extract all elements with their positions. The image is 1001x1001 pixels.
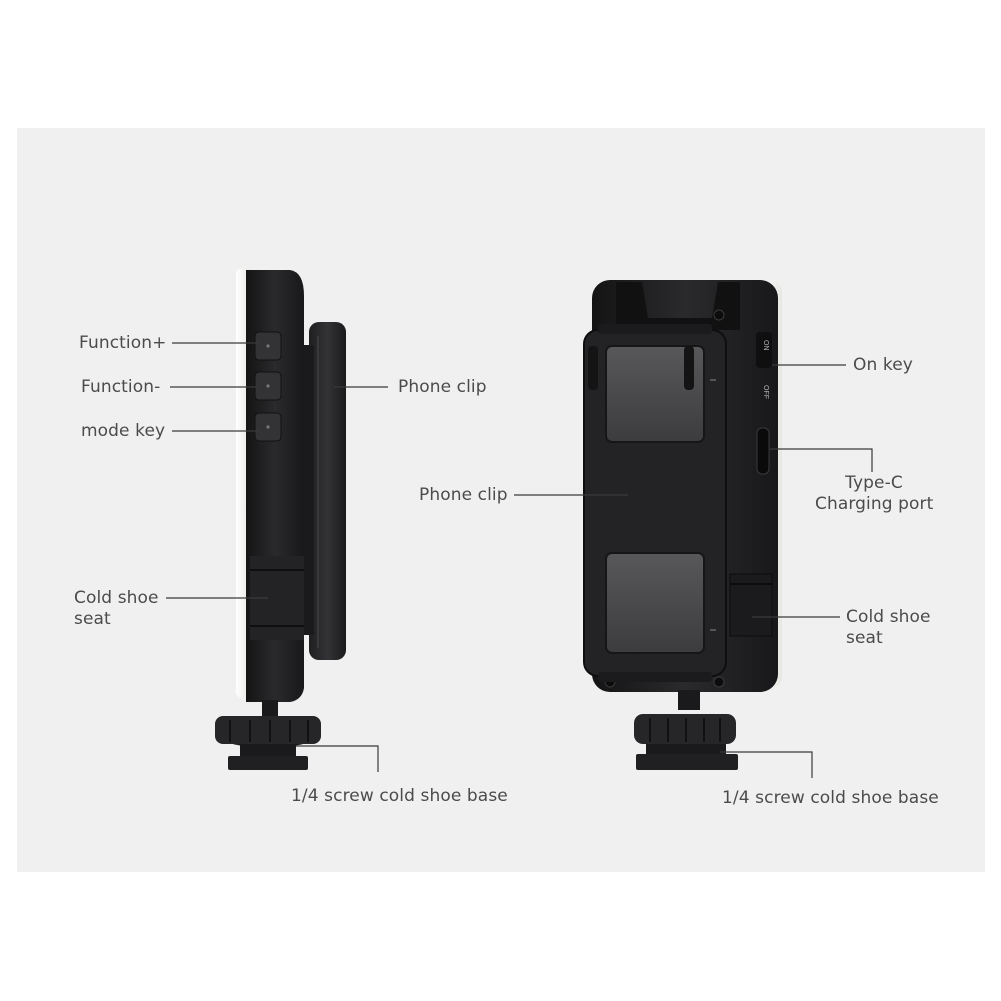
label-type-c-line1: Type-C: [845, 473, 903, 493]
leader-right-screw-base: [720, 751, 813, 778]
on-off-switch[interactable]: [756, 332, 772, 368]
label-left-cold-shoe-line1: Cold shoe: [74, 588, 159, 608]
label-right-cold-shoe-line2: seat: [846, 628, 883, 648]
label-left-screw-base: 1/4 screw cold shoe base: [291, 786, 508, 806]
label-right-screw-base: 1/4 screw cold shoe base: [722, 788, 939, 808]
leader-lines: [166, 342, 873, 778]
type-c-port[interactable]: [756, 427, 770, 475]
switch-mark-off: OFF: [762, 385, 769, 399]
label-right-cold-shoe-line1: Cold shoe: [846, 607, 931, 627]
back-view-device: ON OFF: [583, 280, 782, 770]
label-on-key: On key: [853, 355, 913, 375]
leader-left-screw-base: [296, 745, 379, 772]
label-right-phone-clip: Phone clip: [419, 485, 508, 505]
label-mode-key: mode key: [81, 421, 166, 441]
label-left-cold-shoe-line2: seat: [74, 609, 111, 629]
side-view-device: [215, 268, 346, 770]
label-function-minus: Function-: [81, 377, 161, 397]
side-screw-stem: [262, 700, 278, 718]
label-function-plus: Function+: [79, 333, 167, 353]
lower-grip-pad: [605, 552, 705, 654]
side-cold-shoe-base: [240, 744, 296, 756]
back-cold-shoe-base: [646, 744, 726, 754]
upper-grip-pad: [605, 345, 705, 443]
label-type-c-line2: Charging port: [815, 494, 934, 514]
back-screw-stem: [678, 690, 700, 710]
switch-mark-on: ON: [762, 340, 769, 351]
leader-type-c: [770, 448, 873, 472]
side-phone-clip: [309, 322, 346, 660]
label-left-phone-clip: Phone clip: [398, 377, 487, 397]
product-background-panel: [17, 128, 985, 872]
